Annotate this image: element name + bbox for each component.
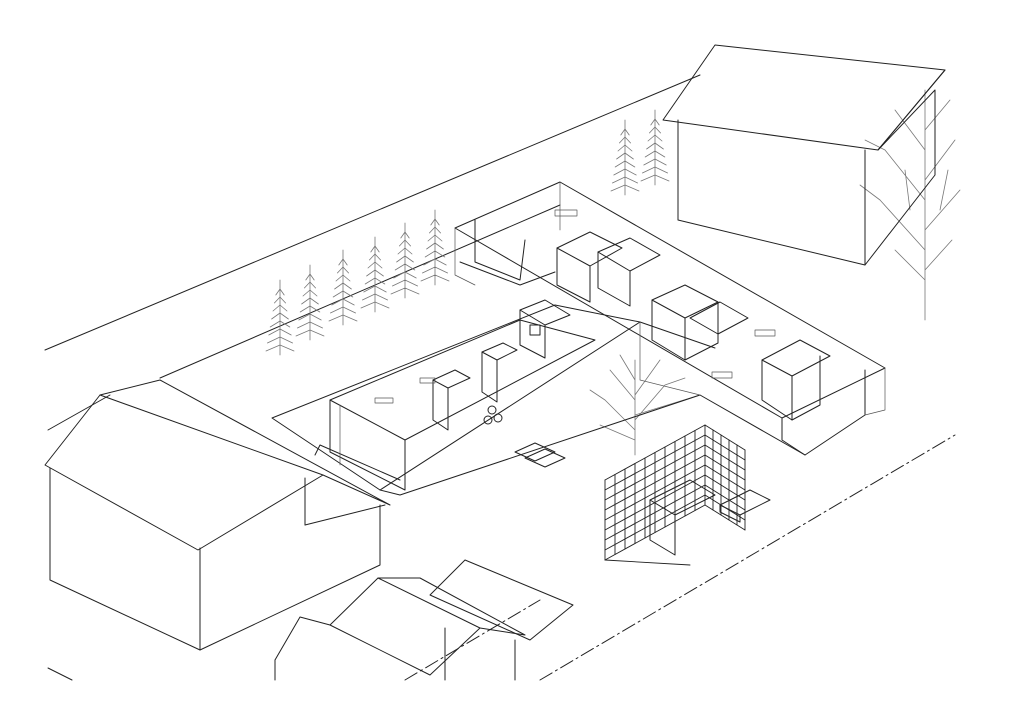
conifer-tree	[390, 222, 420, 299]
grid-line	[604, 494, 706, 551]
site-plane	[271, 304, 806, 496]
grid-line	[604, 464, 706, 521]
conifer-tree-row	[265, 109, 670, 356]
grid-line	[704, 434, 746, 461]
grid-line	[604, 559, 691, 566]
grid-line	[604, 434, 706, 491]
street-lines	[44, 74, 701, 681]
grid-line	[704, 484, 746, 511]
grid-line	[704, 464, 746, 491]
house-left	[44, 379, 391, 651]
grid-line	[604, 444, 706, 501]
conifer-tree	[610, 119, 640, 196]
grid-line	[604, 454, 706, 511]
conifer-tree	[640, 109, 670, 186]
courtyard-block	[649, 479, 771, 556]
conifer-tree	[295, 264, 325, 341]
grid-line	[604, 484, 706, 541]
main-building	[329, 181, 886, 491]
houses-bottom	[274, 559, 574, 681]
conifer-tree	[328, 249, 358, 326]
house-top-right	[662, 44, 946, 266]
grid-line	[704, 444, 746, 471]
conifer-tree	[265, 279, 295, 356]
grid-line	[604, 504, 706, 561]
dash-dot-property-line	[404, 434, 956, 681]
grid-pavilion	[604, 424, 746, 566]
deciduous-trees	[589, 89, 961, 456]
conifer-tree	[360, 236, 390, 313]
grid-line	[704, 474, 746, 501]
grid-line	[704, 454, 746, 481]
building-details	[339, 181, 886, 466]
grid-line	[604, 424, 706, 481]
grid-line	[704, 504, 746, 531]
grid-line	[704, 424, 746, 451]
conifer-tree	[420, 209, 450, 286]
